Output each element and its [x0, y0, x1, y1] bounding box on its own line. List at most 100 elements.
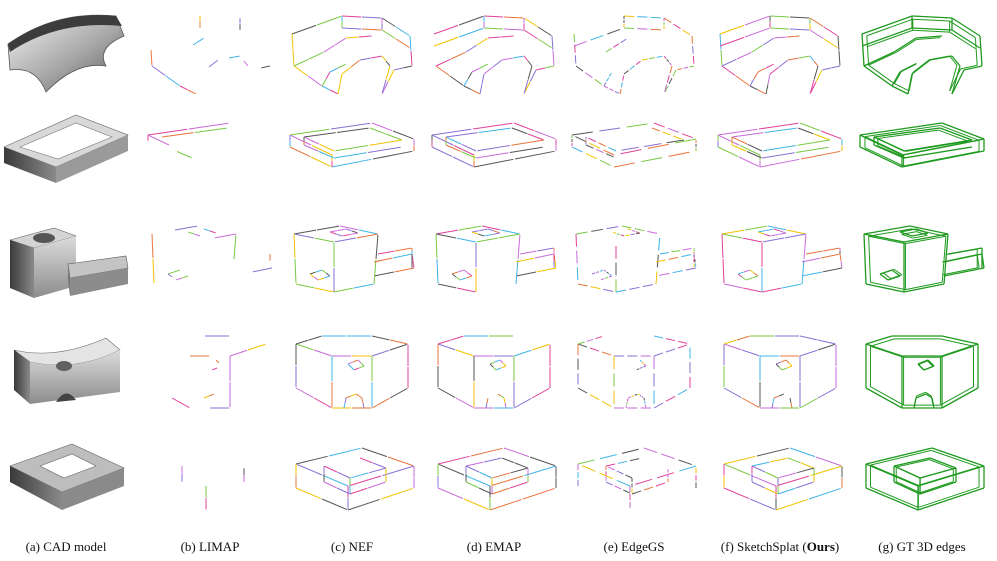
edge-segment [719, 24, 745, 35]
gt-edge [911, 232, 929, 237]
edge-segment [461, 143, 477, 152]
edge-segment [496, 367, 502, 371]
edge-segment [509, 146, 543, 153]
edge-segment [616, 233, 621, 236]
gt-edge [879, 273, 889, 281]
edge-segment [577, 459, 595, 465]
edge-segment [554, 260, 557, 268]
edge-segment [308, 51, 324, 60]
edge-segment [503, 397, 506, 403]
edge-segment [607, 466, 615, 471]
edge-segment [380, 487, 413, 500]
edge-segment [795, 481, 814, 489]
edge-segment [751, 481, 765, 489]
edge-segment [653, 402, 664, 409]
edge-segment [531, 387, 550, 399]
edge-segment [483, 27, 504, 30]
gt-edge [915, 228, 929, 234]
gt-edge-inner [938, 129, 969, 142]
edge-segment [641, 361, 644, 364]
edge-segment [605, 153, 614, 158]
edge-segment [483, 15, 504, 18]
gt-edge [951, 69, 965, 95]
edge-segment [233, 234, 237, 260]
edge-segment [294, 258, 297, 284]
gt-edge [927, 359, 935, 367]
edge-segment [575, 65, 584, 72]
edge-segment [176, 151, 192, 159]
edge-segment [382, 465, 415, 477]
edge-segment [479, 228, 488, 231]
edge-segment [318, 277, 325, 281]
edge-segment [501, 365, 507, 369]
edge-segment [377, 250, 395, 255]
edge-segment [438, 463, 465, 476]
edge-segment [782, 367, 788, 371]
edge-segment [666, 59, 670, 63]
edge-segment [637, 16, 648, 18]
edge-segment [629, 65, 635, 70]
edge-segment [350, 366, 355, 371]
edge-segment [358, 35, 372, 38]
edge-segment [471, 89, 480, 95]
cell-sketchsplat-rectangular-tray [717, 122, 843, 168]
edge-segment [294, 233, 315, 239]
edge-segment [151, 233, 154, 259]
edge-segment [511, 127, 528, 135]
gt-edge [951, 29, 981, 49]
edge-segment [673, 23, 681, 29]
edge-segment [527, 65, 533, 80]
edge-segment [359, 365, 365, 369]
edge-segment [577, 387, 588, 394]
edge-segment [666, 75, 670, 83]
edge-segment [643, 363, 646, 366]
edge-segment [664, 84, 668, 92]
edge-segment [308, 335, 322, 341]
edge-segment [497, 393, 502, 397]
gt-edge-inner [927, 360, 934, 367]
edge-segment [773, 228, 780, 232]
edge-segment [765, 84, 769, 95]
edge-segment [575, 231, 588, 235]
gt-edge [963, 65, 983, 71]
edge-segment [606, 271, 609, 274]
gt-edge-inner [916, 391, 926, 397]
cell-edgegs-square-frame [577, 447, 697, 509]
cell-gt-saddle-block [865, 335, 979, 409]
edge-segment [358, 229, 378, 235]
edge-segment [503, 447, 530, 458]
edge-segment [719, 33, 722, 50]
gt-edge [859, 146, 903, 168]
edge-segment [473, 158, 514, 168]
edge-segment [522, 487, 555, 500]
gt-edge [943, 267, 985, 277]
edge-segment [321, 79, 327, 87]
cell-edgegs-block-with-arm [575, 225, 697, 293]
edge-segment [742, 287, 762, 293]
gt-edge [863, 233, 867, 285]
edge-segment [753, 272, 759, 277]
edge-segment [650, 28, 661, 31]
edge-segment [369, 127, 386, 135]
edge-segment [536, 67, 546, 71]
edge-segment [465, 481, 479, 489]
gt-edge-inner [912, 29, 950, 33]
edge-segment [452, 156, 474, 168]
edge-segment [692, 45, 694, 54]
edge-segment [357, 359, 362, 364]
edge-segment [361, 447, 388, 458]
edge-segment [372, 462, 386, 469]
gt-edge [865, 463, 919, 487]
edge-segment [334, 237, 357, 243]
edge-segment [643, 486, 654, 491]
gt-edge-inner [912, 18, 950, 22]
edge-segment [779, 230, 786, 234]
edge-segment [368, 467, 387, 474]
edge-segment [616, 479, 631, 487]
edge-segment [757, 230, 766, 233]
edge-segment [361, 16, 382, 19]
edge-segment [576, 267, 579, 281]
edge-segment [574, 55, 577, 64]
edge-segment [677, 68, 683, 71]
edge-segment [741, 276, 747, 281]
